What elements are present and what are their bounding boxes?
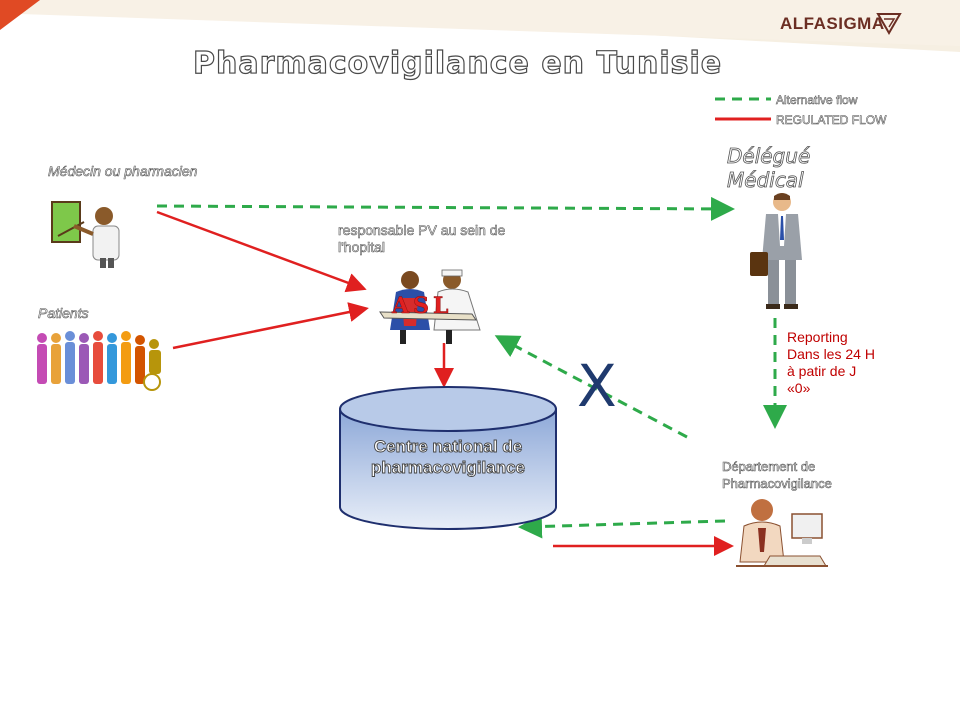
reporting-line4: «0» [787,380,811,396]
arrow-patients-to-responsable [172,302,369,350]
responsable-badge: ASL [392,293,453,320]
header-banner [0,0,960,52]
legend-regulated-line [715,117,771,121]
brand-logo: ALFASIGMA [780,14,885,33]
brand-mark-icon [876,13,902,35]
delegue-label-line2: Médical [727,168,804,193]
database-cylinder-icon [339,386,557,530]
legend-regulated-label: REGULATED FLOW [776,113,887,128]
arrow-departement-to-responsable [494,335,688,439]
patients-crowd-icon [37,331,161,391]
office-worker-icon [736,499,828,567]
reporting-line1: Reporting [787,329,848,345]
centre-label: Centre national de pharmacovigilance [340,436,556,478]
delegue-label-line1: Délégué [727,144,811,169]
responsable-label-line2: l'hopital [338,239,386,256]
medecin-label: Médecin ou pharmacien [48,163,198,180]
reporting-line3: à patir de J [787,363,857,379]
departement-label-line1: Département de [722,459,816,475]
legend-alternative-line [715,97,771,101]
patients-label: Patients [38,305,89,322]
delegue-label: Délégué Médical [727,144,811,193]
legend-alternative-label: Alternative flow [776,93,858,108]
departement-label-line2: Pharmacovigilance [722,476,832,492]
arrow-medecin-to-delegue [156,196,735,221]
centre-label-line2: pharmacovigilance [370,458,526,478]
nurses-icon [379,269,481,344]
responsable-label-line1: responsable PV au sein de [338,222,506,239]
page-title: Pharmacovigilance en Tunisie [192,45,723,81]
businessman-icon [750,193,802,309]
blocked-x-marker: X [577,352,617,420]
departement-label: Département de Pharmacovigilance [722,458,832,492]
responsable-label: responsable PV au sein de l'hopital [338,222,506,256]
reporting-line2: Dans les 24 H [787,346,875,362]
arrow-medecin-to-responsable [156,210,367,293]
doctor-icon [51,201,120,268]
reporting-note: Reporting Dans les 24 H à patir de J «0» [787,329,875,397]
centre-label-line1: Centre national de [373,437,523,457]
